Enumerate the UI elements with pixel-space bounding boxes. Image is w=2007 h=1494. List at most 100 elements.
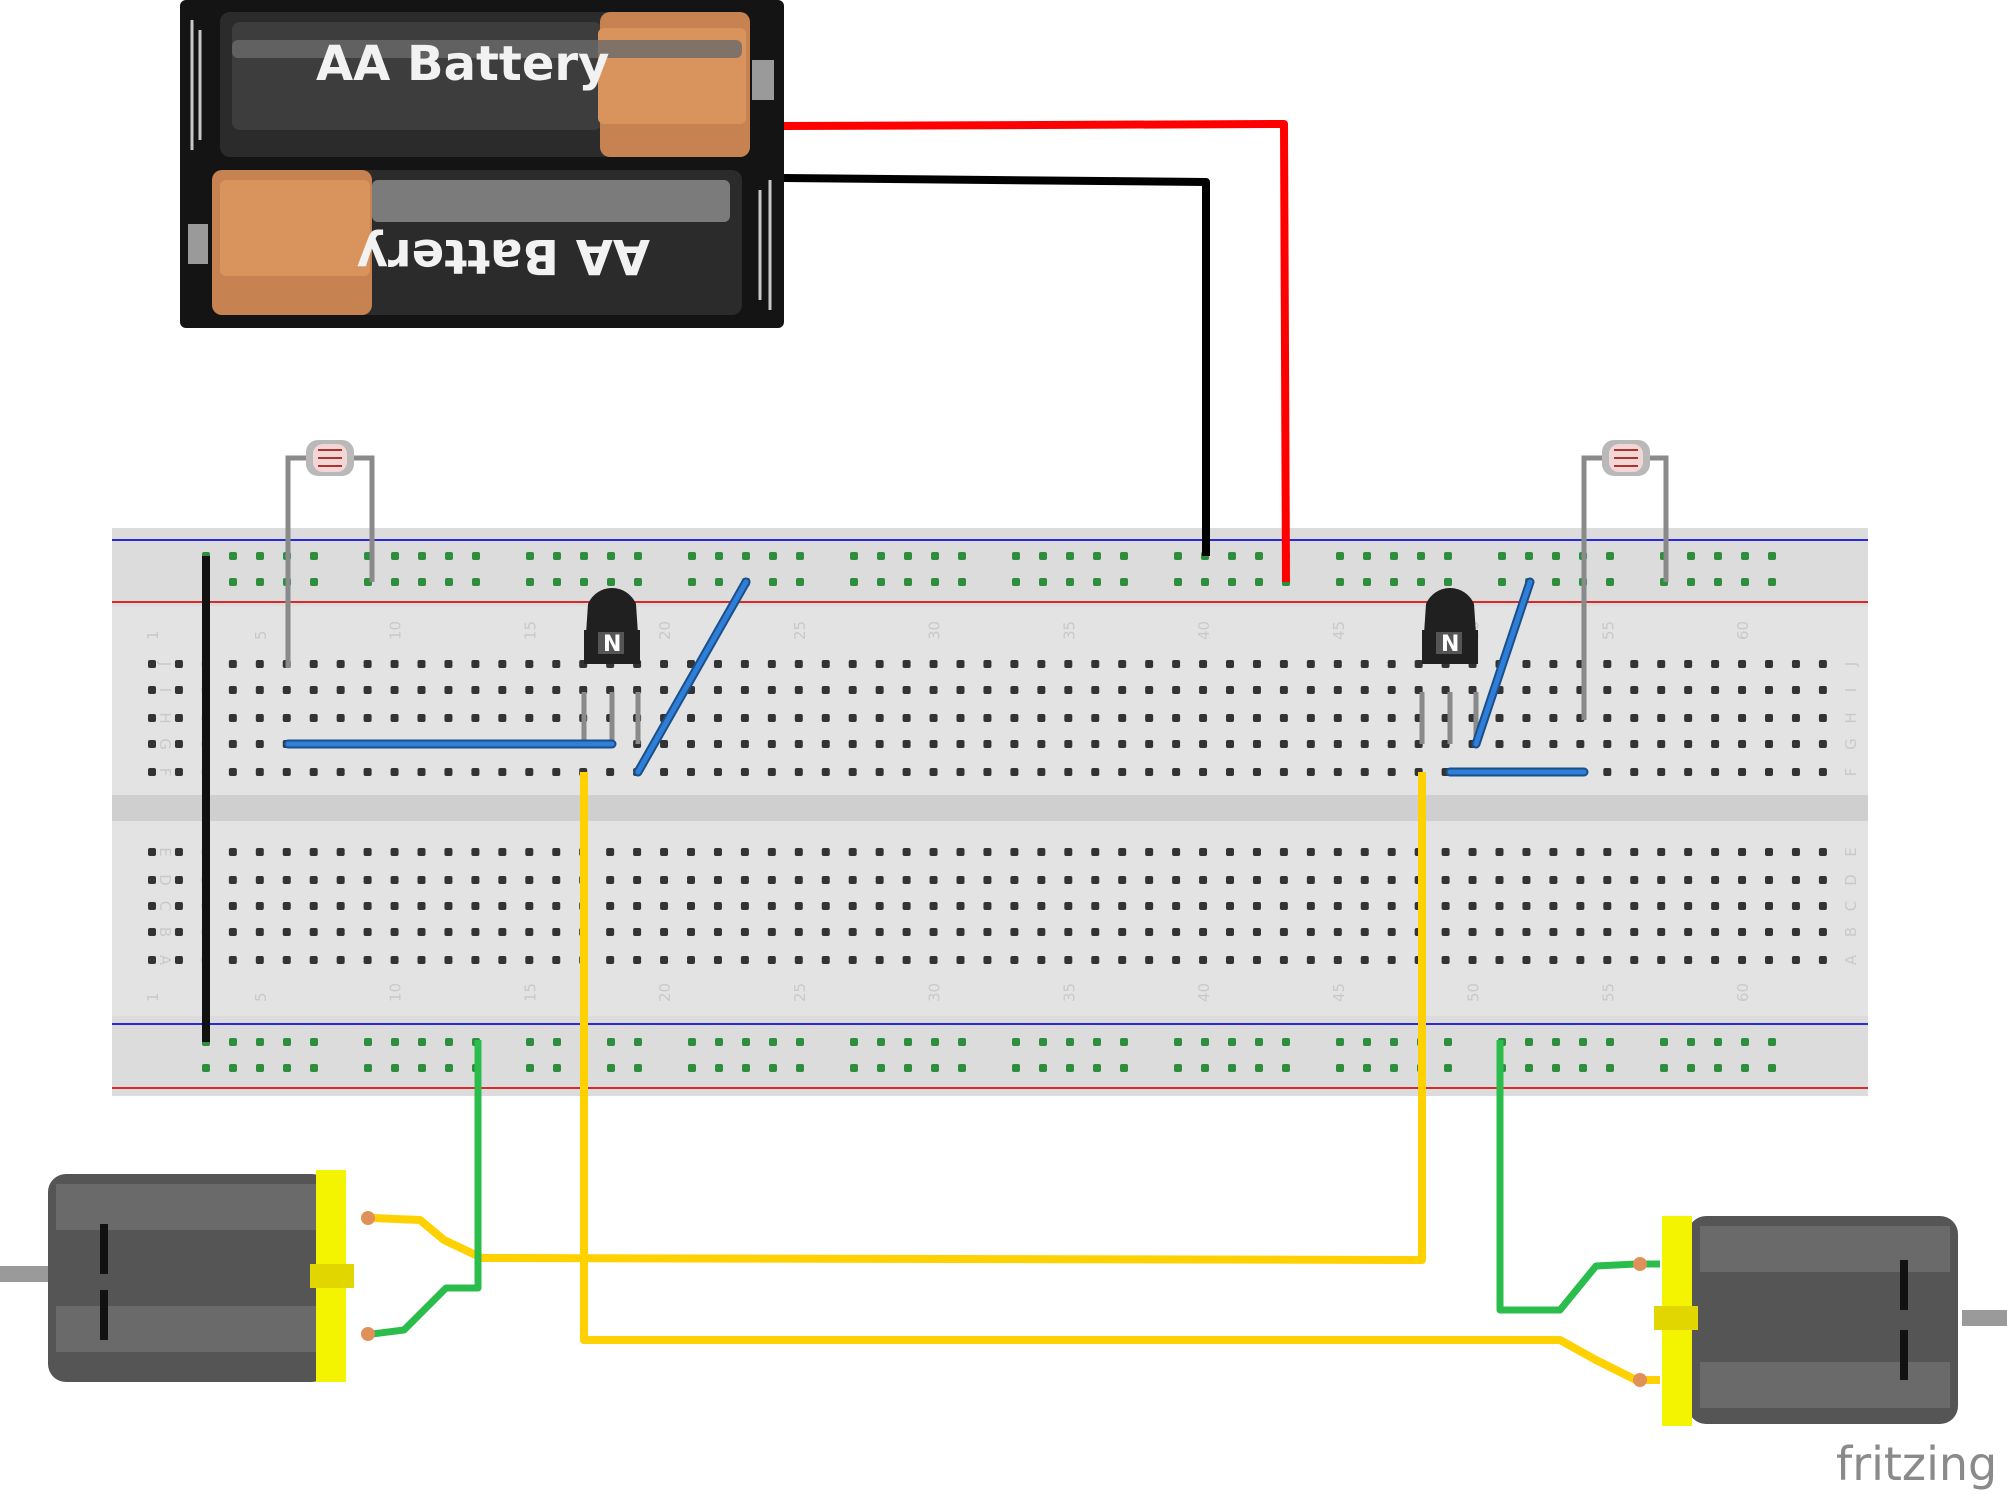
breadboard-hole [1172, 956, 1181, 964]
breadboard-hole [148, 660, 156, 668]
breadboard-hole [174, 768, 183, 776]
rail-hole [1174, 1064, 1182, 1072]
breadboard-hole [148, 902, 156, 910]
rail-hole [850, 578, 858, 586]
breadboard-hole [1657, 876, 1666, 884]
rail-hole [1039, 552, 1047, 560]
breadboard-hole [767, 902, 776, 910]
breadboard-hole [1091, 848, 1100, 856]
rail-hole [472, 578, 480, 586]
rail-hole [1336, 578, 1344, 586]
breadboard-hole [1468, 902, 1477, 910]
breadboard-hole [821, 902, 830, 910]
breadboard-hole [983, 660, 992, 668]
breadboard-hole [1199, 768, 1208, 776]
row-label: J [1842, 662, 1860, 667]
breadboard-hole [1118, 768, 1127, 776]
breadboard-hole [929, 848, 938, 856]
breadboard-hole [1037, 740, 1046, 748]
rail-hole [904, 578, 912, 586]
breadboard-hole [902, 956, 911, 964]
breadboard-hole [174, 902, 183, 910]
rail-hole [553, 1038, 561, 1046]
breadboard-hole [687, 876, 695, 884]
rail-hole [1363, 552, 1371, 560]
breadboard-hole [1791, 876, 1800, 884]
breadboard-hole [1306, 956, 1315, 964]
breadboard-hole [1495, 876, 1504, 884]
breadboard-hole [1333, 876, 1342, 884]
column-label: 60 [1734, 621, 1752, 640]
breadboard-hole [1172, 876, 1181, 884]
breadboard-hole [1333, 660, 1342, 668]
row-label: J [156, 661, 174, 666]
breadboard-hole [1226, 902, 1234, 910]
breadboard-hole [471, 928, 480, 936]
breadboard-hole [1387, 660, 1396, 668]
breadboard-hole [1657, 660, 1666, 668]
breadboard-hole [255, 848, 264, 856]
breadboard-hole [1064, 876, 1073, 884]
breadboard-hole [1091, 740, 1100, 748]
breadboard-hole [1549, 928, 1558, 936]
breadboard-hole [1630, 660, 1639, 668]
breadboard-hole [1495, 740, 1504, 748]
breadboard-hole [1387, 768, 1396, 776]
breadboard-hole [255, 686, 264, 694]
breadboard-hole [1226, 686, 1234, 694]
breadboard-hole [633, 956, 642, 964]
breadboard-hole [1522, 740, 1531, 748]
breadboard-hole [1037, 956, 1046, 964]
breadboard-hole [794, 686, 803, 694]
breadboard-hole [525, 686, 534, 694]
row-label: D [156, 874, 174, 886]
breadboard-hole [1064, 740, 1073, 748]
breadboard-hole [902, 928, 911, 936]
rail-hole [1687, 578, 1695, 586]
breadboard-hole [148, 740, 156, 748]
breadboard-hole [1818, 848, 1827, 856]
rail-hole [1552, 1038, 1560, 1046]
breadboard-hole [1684, 686, 1693, 694]
breadboard-hole [1603, 848, 1612, 856]
breadboard-hole [713, 686, 722, 694]
breadboard-hole [1064, 686, 1073, 694]
breadboard-hole [902, 740, 911, 748]
rail-hole [634, 552, 642, 560]
rail-hole [1012, 578, 1020, 586]
rail-hole [1336, 1038, 1344, 1046]
rail-hole [256, 578, 264, 586]
breadboard-hole [1091, 876, 1100, 884]
breadboard-hole [525, 928, 534, 936]
breadboard-hole [1360, 686, 1369, 694]
rail-hole [796, 1038, 804, 1046]
breadboard-hole [1145, 768, 1154, 776]
rail-hole [1579, 1064, 1587, 1072]
breadboard-hole [1279, 876, 1288, 884]
rail-hole [850, 552, 858, 560]
breadboard-hole [255, 714, 264, 722]
rail-hole [1039, 578, 1047, 586]
breadboard-hole [1333, 928, 1342, 936]
breadboard-hole [417, 902, 426, 910]
breadboard-hole [956, 876, 965, 884]
breadboard-hole [255, 928, 264, 936]
breadboard-hole [1199, 876, 1208, 884]
breadboard-hole [282, 956, 291, 964]
breadboard-hole [228, 876, 237, 884]
row-label: I [1842, 688, 1860, 692]
breadboard-hole [983, 686, 992, 694]
breadboard-hole [794, 848, 803, 856]
breadboard-hole [148, 686, 156, 694]
breadboard-hole [875, 686, 884, 694]
breadboard-hole [1495, 714, 1504, 722]
breadboard-hole [309, 768, 318, 776]
breadboard-hole [1711, 660, 1720, 668]
rail-hole [229, 1038, 237, 1046]
breadboard-hole [390, 956, 399, 964]
breadboard-hole [1279, 902, 1288, 910]
breadboard-hole [1199, 848, 1208, 856]
battery-cell-bottom: AA Battery [188, 170, 742, 315]
breadboard-hole [1037, 660, 1046, 668]
breadboard-hole [1549, 876, 1558, 884]
